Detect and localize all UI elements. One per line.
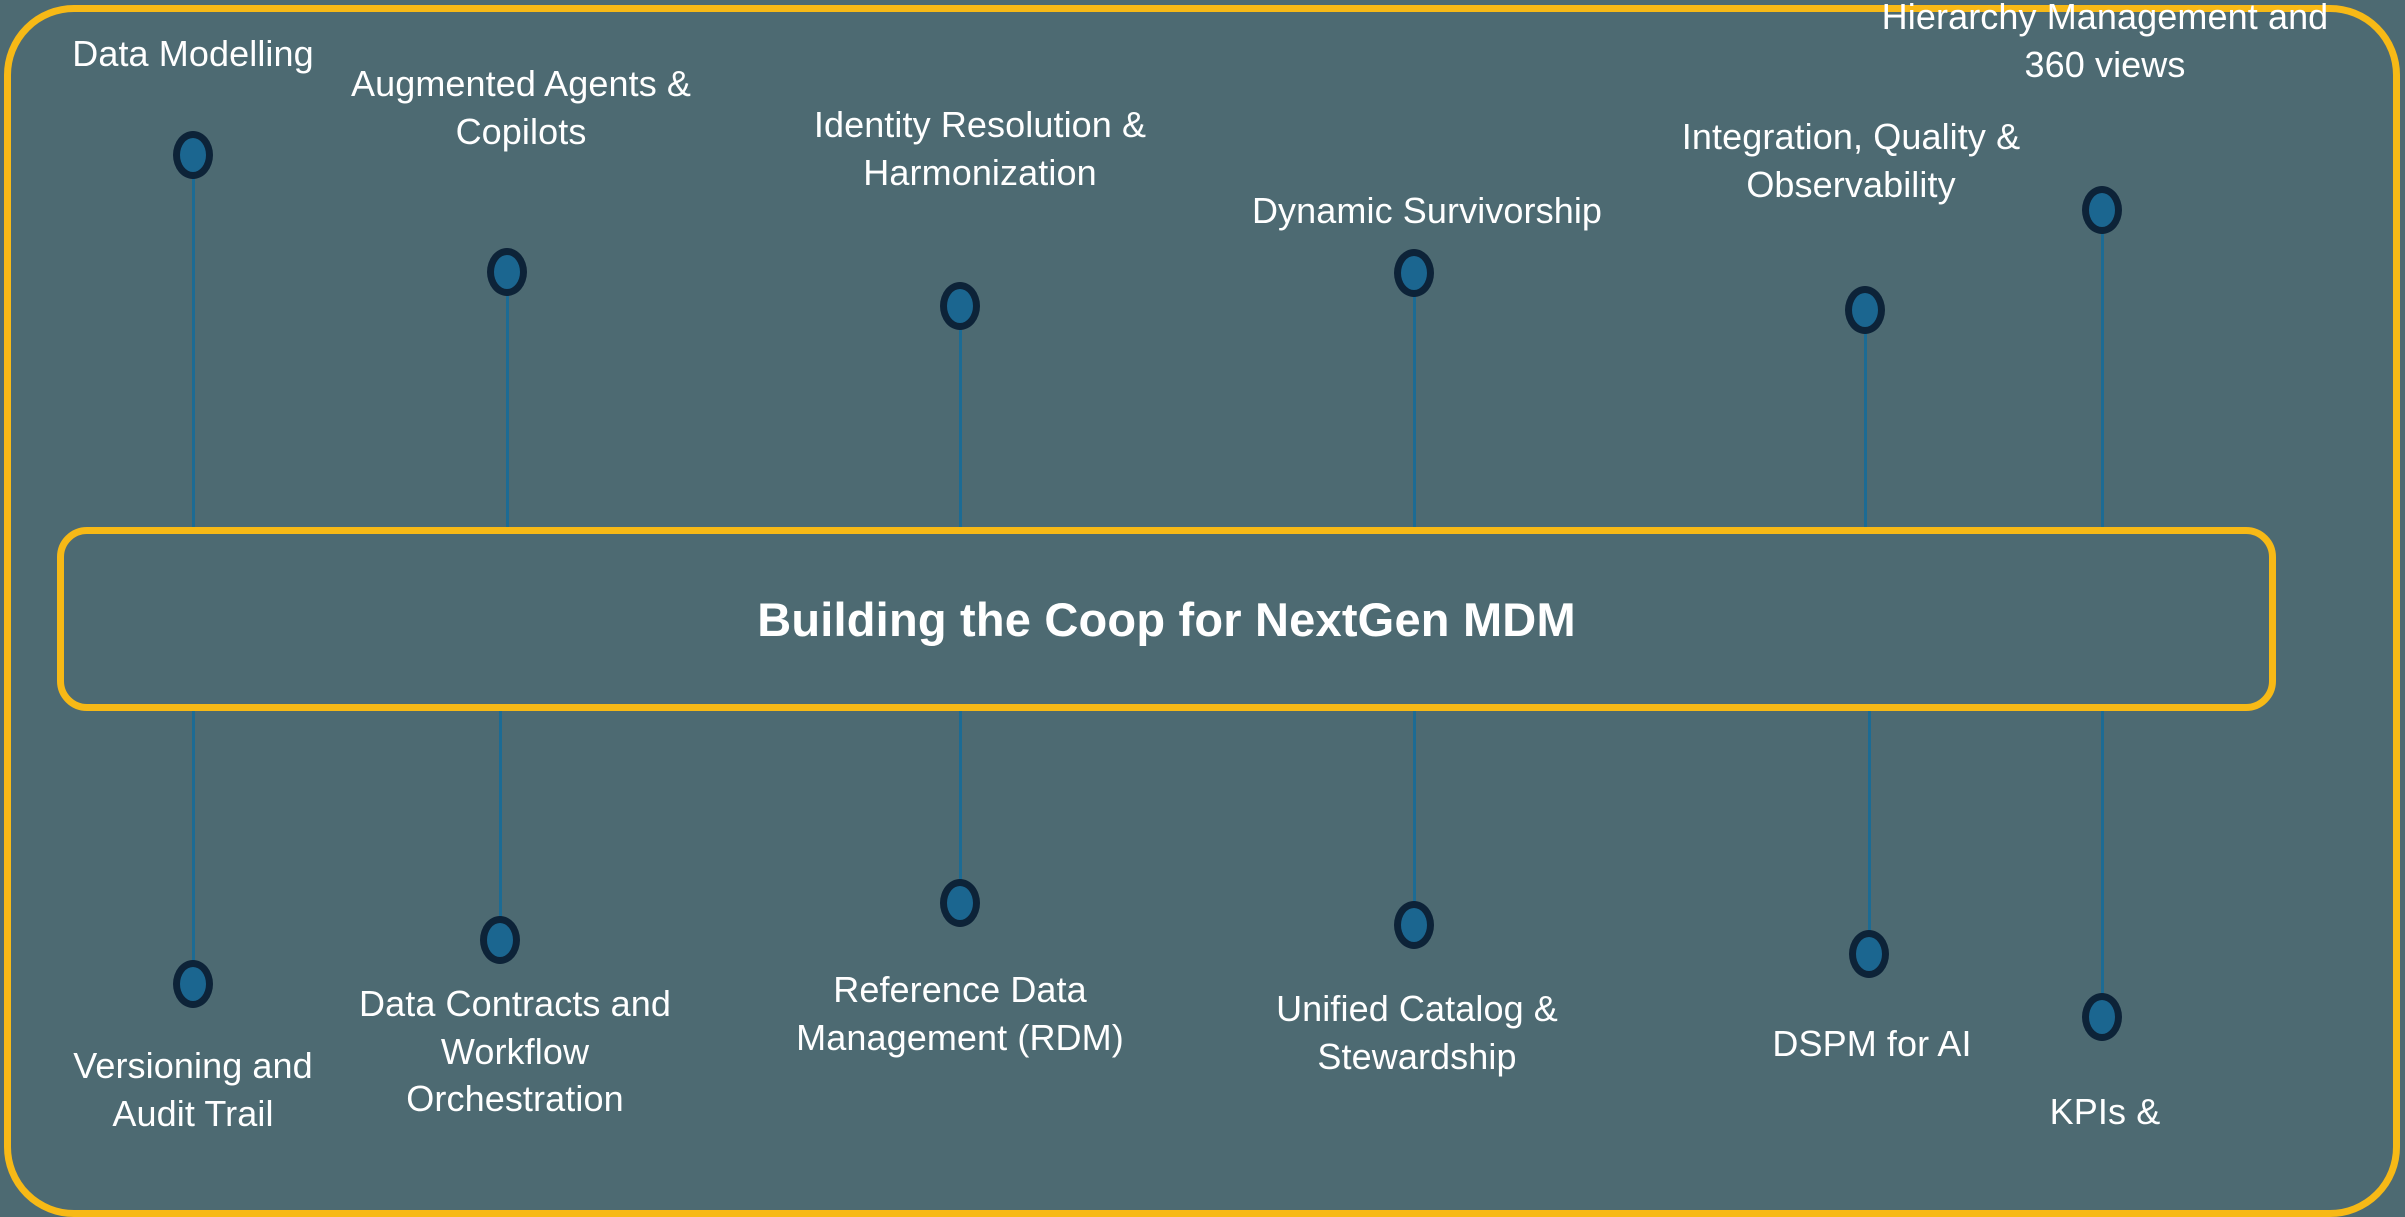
node-marker-bottom-4[interactable] <box>1849 930 1889 978</box>
node-label-top-0: Data Modelling <box>72 33 314 74</box>
node-marker-top-2[interactable] <box>940 282 980 330</box>
node-stem-bottom-5 <box>2100 711 2104 1017</box>
node-stem-top-5 <box>2100 210 2104 527</box>
node-stem-bottom-0 <box>191 711 195 984</box>
node-stem-bottom-3 <box>1412 711 1416 925</box>
center-banner: Building the Coop for NextGen MDM <box>57 527 2276 711</box>
node-label-top-1: Augmented Agents & Copilots <box>350 63 692 152</box>
node-stem-bottom-4 <box>1867 711 1871 954</box>
node-stem-bottom-1 <box>498 711 502 940</box>
node-marker-bottom-1[interactable] <box>480 916 520 964</box>
node-stem-top-2 <box>958 306 962 527</box>
node-marker-bottom-5[interactable] <box>2082 993 2122 1041</box>
node-marker-top-3[interactable] <box>1394 249 1434 297</box>
center-banner-title: Building the Coop for NextGen MDM <box>757 592 1576 646</box>
node-label-bottom-2: Reference Data Management (RDM) <box>796 969 1124 1058</box>
node-label-top-2: Identity Resolution & Harmonization <box>813 104 1147 193</box>
node-label-bottom-3: Unified Catalog & Stewardship <box>1276 988 1558 1077</box>
node-stem-top-3 <box>1412 273 1416 527</box>
node-marker-top-1[interactable] <box>487 248 527 296</box>
node-label-top-3: Dynamic Survivorship <box>1251 190 1603 231</box>
node-label-bottom-4: DSPM for AI <box>1772 1023 1972 1064</box>
node-label-bottom-5: KPIs & <box>2049 1091 2161 1132</box>
node-marker-top-5[interactable] <box>2082 186 2122 234</box>
node-stem-top-0 <box>191 155 195 527</box>
node-marker-bottom-3[interactable] <box>1394 901 1434 949</box>
node-marker-top-4[interactable] <box>1845 286 1885 334</box>
node-stem-top-1 <box>505 272 509 527</box>
node-label-bottom-0: Versioning and Audit Trail <box>73 1045 313 1134</box>
node-marker-bottom-2[interactable] <box>940 879 980 927</box>
node-marker-top-0[interactable] <box>173 131 213 179</box>
node-marker-bottom-0[interactable] <box>173 960 213 1008</box>
node-label-top-4: Integration, Quality & Observability <box>1681 116 2021 205</box>
node-label-bottom-1: Data Contracts and Workflow Orchestratio… <box>359 983 671 1120</box>
node-stem-top-4 <box>1863 310 1867 527</box>
node-label-top-5: Hierarchy Management and 360 views <box>1881 0 2329 85</box>
node-stem-bottom-2 <box>958 711 962 903</box>
